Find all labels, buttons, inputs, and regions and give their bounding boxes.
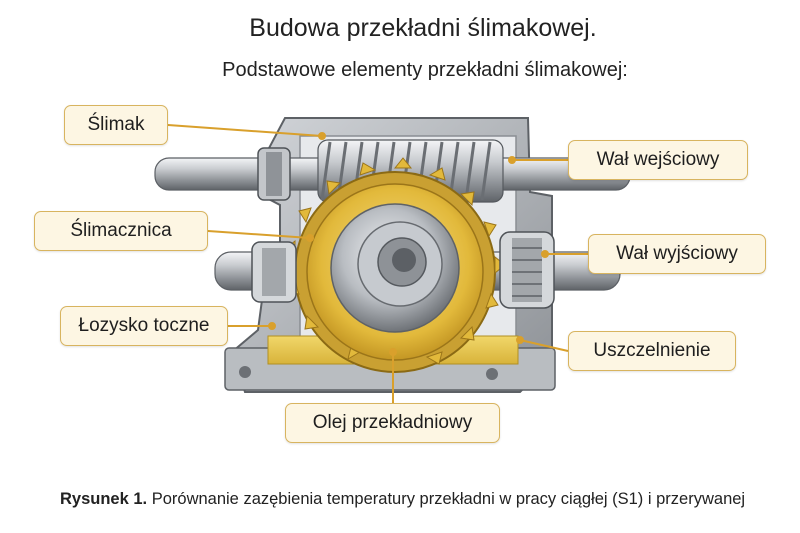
label-worm: Ślimak (64, 105, 168, 145)
diagram-subtitle: Podstawowe elementy przekładni ślimakowe… (222, 59, 628, 81)
input-bearing (257, 147, 291, 201)
leader-lines (167, 124, 588, 403)
label-gear-oil: Olej przekładniowy (285, 403, 500, 443)
label-input-shaft: Wał wejściowy (568, 140, 748, 180)
label-rolling-bearing: Łozysko toczne (60, 306, 228, 346)
diagram-title: Budowa przekładni ślimakowej. (249, 14, 597, 42)
caption-text: Porównanie zazębienia temperatury przekł… (151, 490, 746, 508)
output-bearing-right (499, 231, 555, 309)
figure-caption: Rysunek 1. Porównanie zazębienia tempera… (60, 490, 800, 509)
label-seal: Uszczelnienie (568, 331, 736, 371)
output-bearing-left (251, 241, 297, 303)
caption-prefix: Rysunek 1. (60, 490, 148, 508)
worm-wheel (284, 157, 506, 373)
label-output-shaft: Wał wyjściowy (588, 234, 766, 274)
label-worm-wheel: Ślimacznica (34, 211, 208, 251)
